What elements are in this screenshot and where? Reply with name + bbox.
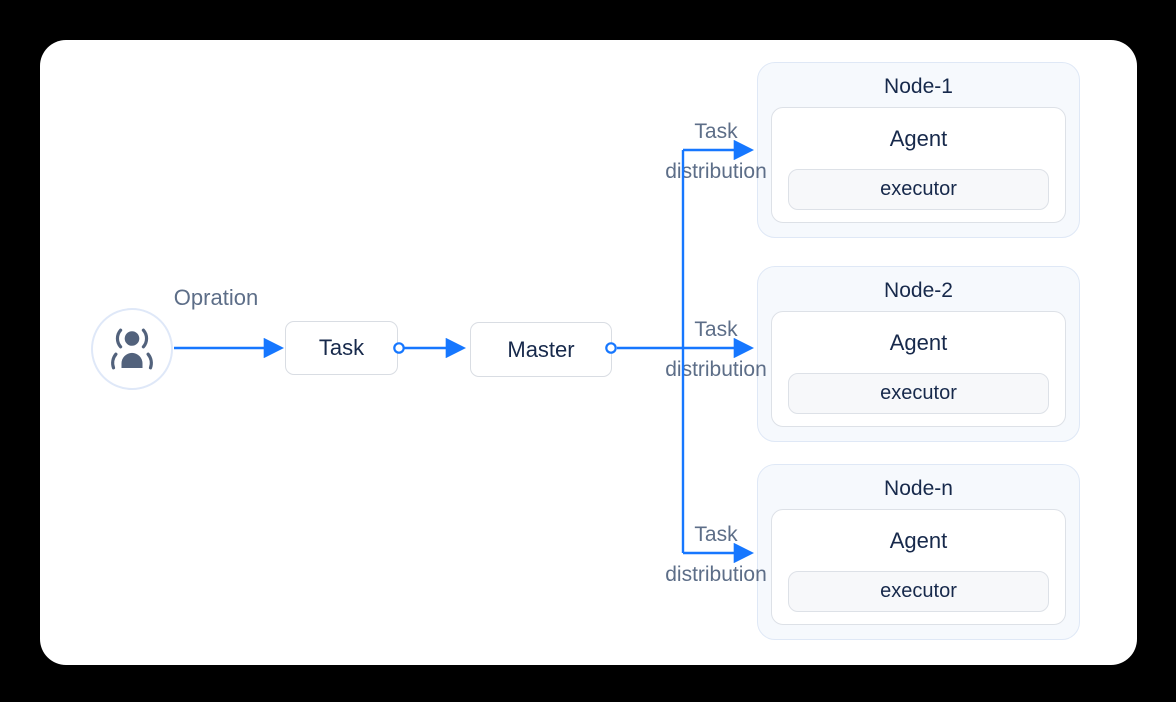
executor-box: executor: [788, 571, 1049, 612]
node-title: Node-1: [884, 75, 953, 98]
task-distribution-label-node-1: Task distribution: [665, 120, 767, 183]
executor-box: executor: [788, 373, 1049, 414]
agent-box: Agent executor: [771, 311, 1066, 427]
operator-avatar: [91, 308, 173, 390]
task-box-label: Task: [318, 335, 365, 360]
master-box: Master: [470, 322, 612, 377]
agent-label: Agent: [889, 329, 948, 355]
node-title: Node-n: [884, 477, 953, 500]
node-title: Node-2: [884, 279, 953, 302]
agent-label: Agent: [889, 527, 948, 553]
node-1-container: Node-1 Agent executor: [757, 62, 1080, 238]
task-distribution-label-node-2: Task distribution: [665, 318, 767, 381]
task-box: Task: [285, 321, 398, 375]
agent-box: Agent executor: [771, 509, 1066, 625]
executor-box: executor: [788, 169, 1049, 210]
operation-label: Opration: [173, 285, 259, 310]
agent-box: Agent executor: [771, 107, 1066, 223]
agent-label: Agent: [889, 125, 948, 151]
users-icon: [111, 328, 153, 370]
task-distribution-label-node-n: Task distribution: [665, 523, 767, 586]
node-2-container: Node-2 Agent executor: [757, 266, 1080, 442]
node-n-container: Node-n Agent executor: [757, 464, 1080, 640]
master-box-label: Master: [507, 336, 575, 362]
